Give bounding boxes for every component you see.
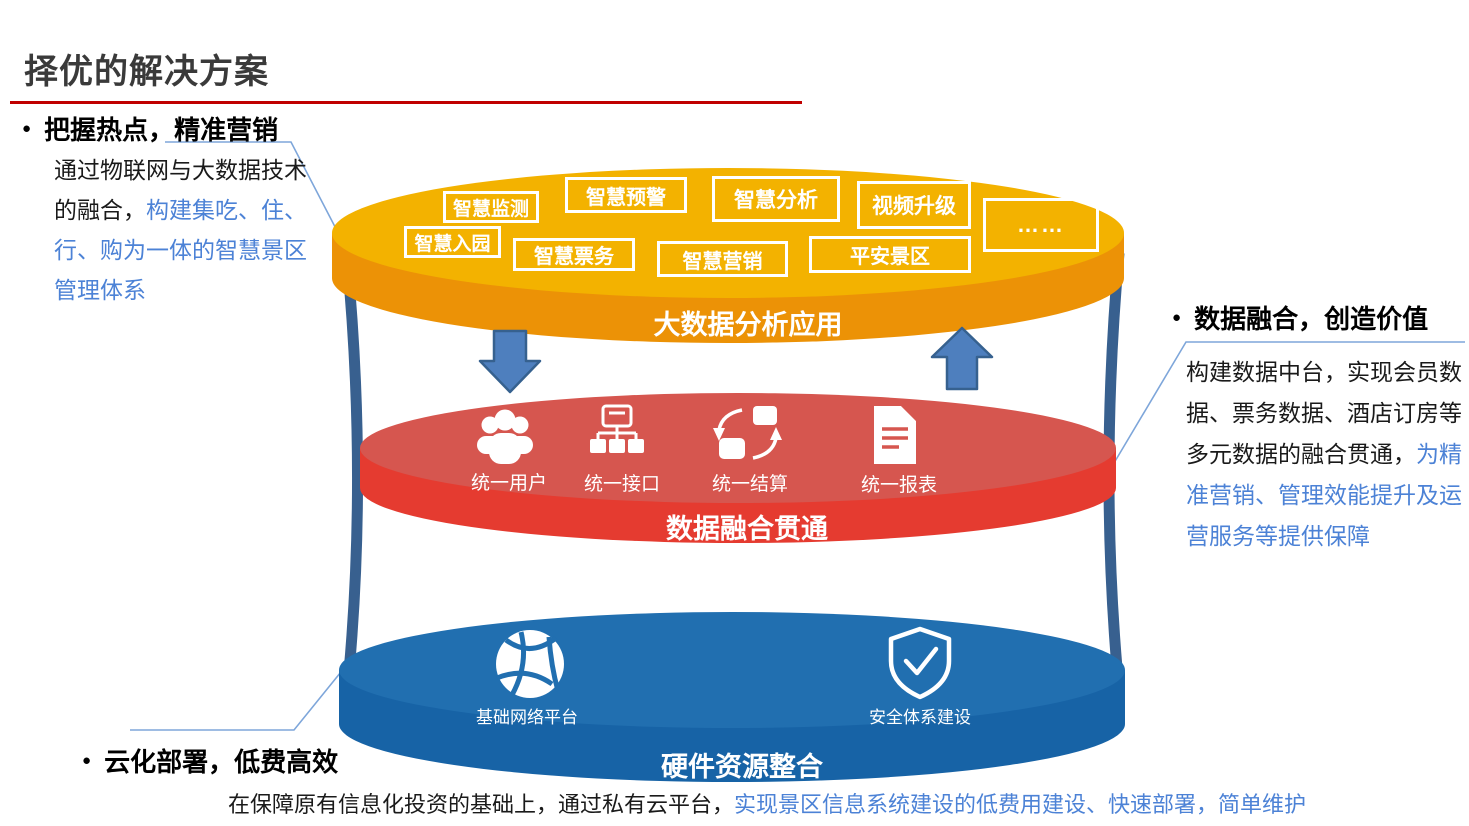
app-box-safe-scenic-area: 平安景区 [809, 236, 971, 273]
callout-line-bottom-left [130, 666, 346, 731]
sitemap-icon [590, 404, 644, 453]
caption-unified-users: 统一用户 [470, 473, 548, 494]
app-box-smart-monitoring: 智慧监测 [443, 191, 539, 223]
paragraph-top-left-blue: 构建集吃、住、行、购为一体的智慧景区管理体系 [54, 197, 307, 303]
paragraph-bottom-blue: 实现景区信息系统建设的低费用建设、快速部署，简单维护 [734, 792, 1307, 817]
bullet-icon: ● [82, 752, 92, 769]
caption-security-system: 安全体系建设 [869, 708, 971, 727]
heading-right-text: 数据融合，创造价值 [1194, 304, 1429, 334]
block-arrow-up-icon [930, 326, 994, 391]
caption-unified-interface: 统一接口 [583, 474, 661, 495]
page-title: 择优的解决方案 [24, 53, 269, 91]
app-box-smart-ticketing: 智慧票务 [513, 238, 635, 271]
heading-bottom-left: ● 云化部署，低费高效 [82, 742, 338, 779]
paragraph-right-black: 构建数据中台，实现会员数据、票务数据、酒店订房等多元数据的融合贯通， [1186, 359, 1462, 467]
paragraph-right: 构建数据中台，实现会员数据、票务数据、酒店订房等多元数据的融合贯通，为精准营销、… [1186, 352, 1469, 557]
app-box-smart-entry: 智慧入园 [404, 226, 501, 258]
bullet-icon: ● [22, 120, 32, 137]
paragraph-bottom-black: 在保障原有信息化投资的基础上，通过私有云平台， [228, 792, 735, 817]
caption-unified-reports: 统一报表 [860, 475, 938, 496]
middle-layer-label: 数据融合贯通 [666, 514, 828, 544]
sync-icon [713, 406, 782, 460]
caption-network-platform: 基础网络平台 [476, 708, 578, 727]
app-box-more: …… [983, 198, 1099, 252]
users-icon [477, 409, 533, 464]
callout-line-right [1113, 341, 1465, 464]
app-box-smart-analysis: 智慧分析 [712, 176, 840, 222]
bullet-icon: ● [1172, 309, 1182, 326]
caption-unified-settlement: 统一结算 [711, 474, 789, 495]
shield-check-icon [888, 626, 952, 700]
paragraph-top-left: 通过物联网与大数据技术的融合，构建集吃、住、行、购为一体的智慧景区管理体系 [54, 150, 322, 310]
bottom-layer-label: 硬件资源整合 [661, 752, 823, 782]
left-pillar [341, 257, 364, 673]
report-icon [874, 402, 920, 464]
block-arrow-down-icon [478, 329, 542, 394]
heading-top-left-text: 把握热点，精准营销 [44, 115, 279, 145]
heading-right: ● 数据融合，创造价值 [1172, 299, 1428, 336]
flow-arrows [478, 326, 994, 394]
callout-lines [130, 141, 1465, 731]
top-layer-label: 大数据分析应用 [653, 310, 843, 340]
paragraph-right-blue: 为精准营销、管理效能提升及运营服务等提供保障 [1186, 441, 1462, 549]
heading-top-left: ● 把握热点，精准营销 [22, 110, 278, 147]
heading-bottom-left-text: 云化部署，低费高效 [104, 747, 339, 777]
callout-line-top-left [165, 141, 347, 249]
application-layer-disc [332, 168, 1124, 343]
app-box-video-upgrade: 视频升级 [857, 181, 971, 229]
app-box-smart-marketing: 智慧营销 [657, 241, 788, 277]
paragraph-bottom: 在保障原有信息化投资的基础上，通过私有云平台，实现景区信息系统建设的低费用建设、… [228, 790, 1306, 820]
paragraph-top-left-black: 通过物联网与大数据技术的融合， [54, 157, 307, 223]
title-underline [10, 101, 802, 104]
globe-icon [496, 630, 564, 698]
app-box-smart-warning: 智慧预警 [565, 177, 687, 213]
